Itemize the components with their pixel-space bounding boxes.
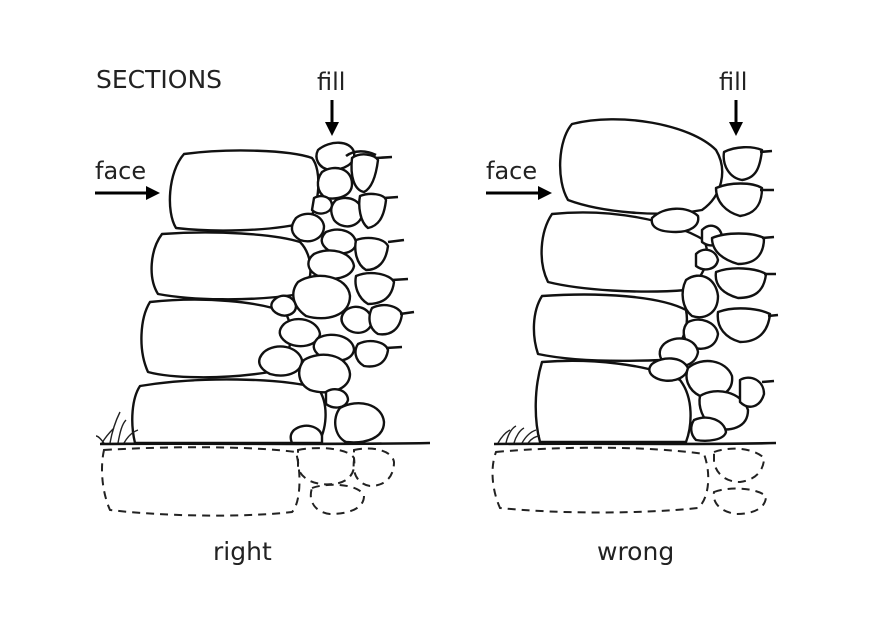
right-fill-stone [278, 317, 322, 348]
right-back-stone [354, 236, 390, 272]
wrong-fill-stone [650, 207, 700, 234]
right-fill-stone [289, 424, 324, 445]
right-fill-stone [290, 212, 326, 243]
right-back-stone [358, 192, 388, 230]
right-ground-line [99, 441, 431, 446]
right-fill-stone [315, 141, 356, 172]
wrong-section: face fill [486, 68, 779, 566]
right-fill-stone [270, 294, 298, 317]
wrong-fill-stone [694, 248, 720, 271]
wrong-back-stone [714, 182, 764, 218]
wrong-face-label: face [486, 157, 537, 185]
wrong-face-arrow [486, 186, 552, 200]
wrong-fill-stone [738, 376, 766, 408]
right-back-stone [350, 153, 380, 194]
wrong-face-stone-4 [534, 359, 692, 444]
right-face-arrow [95, 186, 160, 200]
right-fill-stone [330, 196, 364, 228]
wrong-fill-stone [648, 357, 690, 382]
right-face-label: face [95, 157, 146, 185]
wrong-stone-tails [759, 149, 779, 384]
wrong-foundation-stone [491, 446, 710, 514]
wrong-caption: wrong [597, 537, 674, 566]
wrong-back-stone [714, 267, 768, 300]
wrong-foundation-stone [712, 487, 768, 516]
right-foundation-stone [309, 483, 366, 516]
wrong-back-stone [710, 232, 766, 266]
right-back-stone [354, 339, 390, 368]
right-back-stone [354, 271, 396, 306]
right-fill-stone [310, 194, 334, 215]
right-grass-tuft [95, 411, 139, 444]
right-face-stone-4 [131, 378, 327, 445]
right-face-stone-2 [150, 231, 312, 301]
sections-heading: SECTIONS [96, 65, 222, 94]
right-fill-stone [324, 388, 350, 409]
right-stone-tails [345, 150, 415, 350]
right-fill-stone [316, 166, 354, 200]
right-fill-stone [340, 305, 374, 334]
right-caption: right [213, 537, 272, 566]
wrong-fill-stone [690, 416, 728, 442]
right-fill-stone [307, 249, 356, 280]
right-fill-stone [258, 345, 304, 377]
wrong-fill-stone [681, 274, 720, 319]
right-foundation-stone [101, 446, 301, 517]
wrong-foundation-stone [713, 447, 766, 484]
right-fill-label: fill [317, 68, 345, 96]
wrong-fill-label: fill [719, 68, 747, 96]
right-back-stone [368, 303, 404, 336]
wrong-face-stone-1 [558, 118, 724, 215]
wrong-back-stone [722, 146, 764, 182]
wrong-ground-line [493, 441, 777, 446]
wrong-back-stone [716, 307, 772, 344]
right-fill-stone [334, 402, 386, 444]
right-fill-stone [292, 274, 352, 320]
wrong-fill-arrow [729, 100, 743, 136]
right-foundation-stone [297, 447, 356, 486]
right-section: face fill [95, 68, 431, 566]
wrong-grass-tuft [497, 425, 541, 444]
right-fill-stone [298, 353, 352, 394]
right-fill-arrow [325, 100, 339, 136]
right-foundation-stone [352, 447, 396, 488]
